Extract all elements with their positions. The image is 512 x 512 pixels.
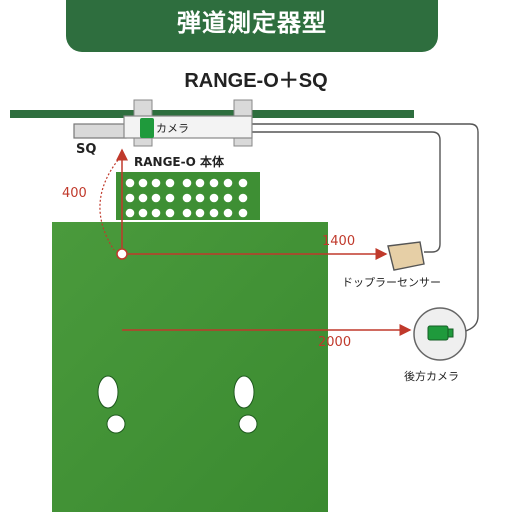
left-footprint-icon bbox=[97, 375, 126, 434]
rear-camera-cable bbox=[252, 123, 479, 333]
rear-camera-label: 後方カメラ bbox=[404, 370, 459, 383]
doppler-sensor-icon bbox=[387, 241, 425, 271]
page-title: 弾道測定器型 bbox=[177, 9, 327, 37]
model-name: RANGE-O＋SQ bbox=[184, 70, 328, 92]
doppler-distance-label: 1400 bbox=[322, 234, 356, 249]
right-footprint-icon bbox=[233, 375, 258, 434]
sq-sensor bbox=[73, 123, 127, 139]
title-banner: 弾道測定器型 bbox=[66, 0, 438, 52]
panel-dots bbox=[125, 178, 248, 218]
height-label: 400 bbox=[62, 186, 87, 201]
doppler-label: ドップラーセンサー bbox=[342, 276, 441, 289]
ball-position bbox=[116, 248, 128, 260]
rear-distance-label: 2000 bbox=[318, 335, 352, 350]
mount-rail bbox=[10, 110, 414, 118]
body-label: RANGE-O 本体 bbox=[134, 155, 224, 169]
rear-camera-lens bbox=[447, 328, 454, 338]
camera-label: カメラ bbox=[156, 122, 189, 135]
camera-unit bbox=[123, 115, 253, 139]
sq-label: SQ bbox=[76, 142, 97, 157]
height-arc bbox=[99, 159, 119, 251]
rear-camera-icon bbox=[427, 325, 449, 341]
camera-lens-icon bbox=[140, 118, 154, 138]
hitting-mat bbox=[52, 222, 328, 512]
doppler-cable bbox=[252, 131, 441, 253]
